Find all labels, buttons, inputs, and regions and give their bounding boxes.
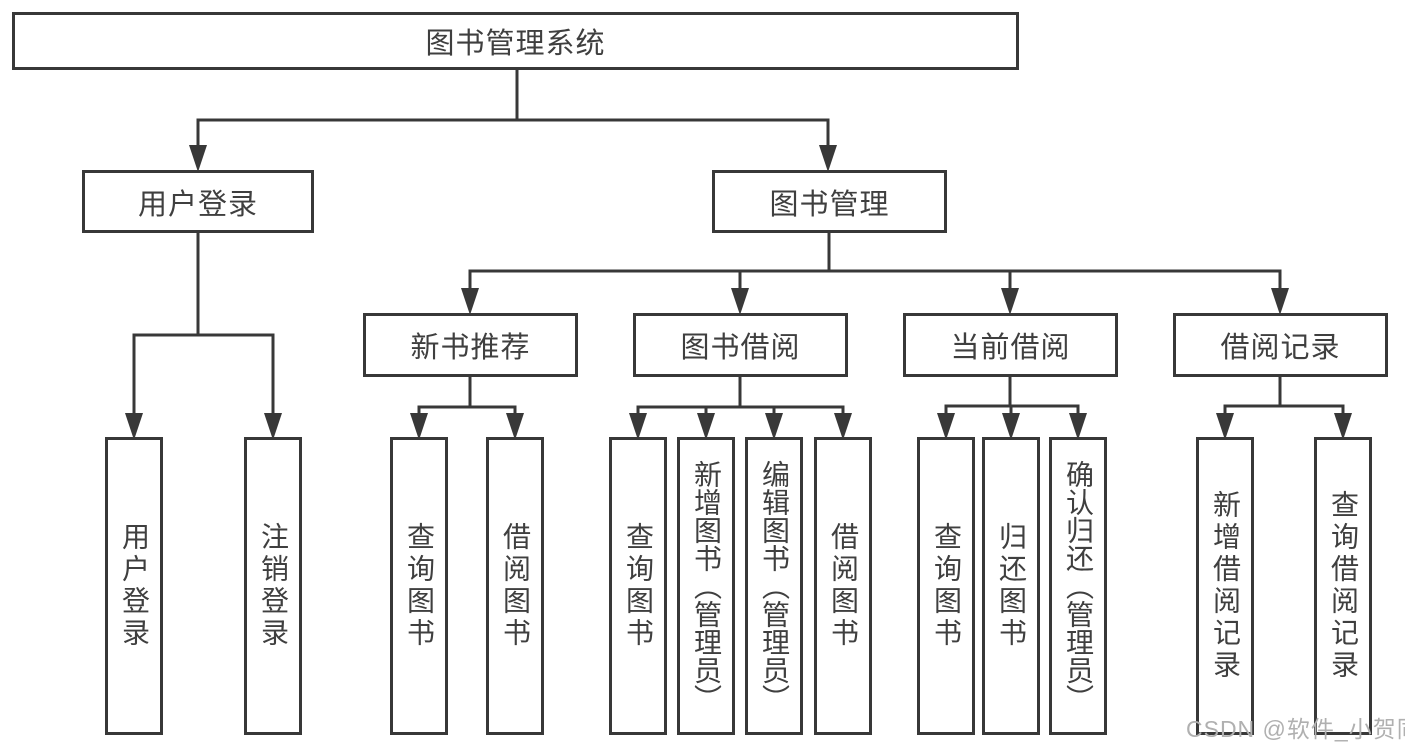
node-root-system: 图书管理系统 <box>12 12 1019 70</box>
leaf-borrow-borrow-books-label: 借阅图书 <box>828 522 859 650</box>
node-borrow-records-label: 借阅记录 <box>1220 332 1341 364</box>
csdn-watermark: CSDN @软件_小贺同学 <box>1186 716 1405 742</box>
leaf-borrow-edit-books-admin-label: 编辑图书（管理员） <box>759 460 790 712</box>
node-new-book-recommend-label: 新书推荐 <box>410 332 531 364</box>
leaf-borrow-add-books-admin-label: 新增图书（管理员） <box>691 460 722 712</box>
leaf-records-add-record: 新增借阅记录 <box>1196 437 1254 735</box>
leaf-borrow-borrow-books: 借阅图书 <box>814 437 872 735</box>
leaf-borrow-add-books-admin: 新增图书（管理员） <box>677 437 735 735</box>
leaf-logout: 注销登录 <box>244 437 302 735</box>
leaf-records-add-record-label: 新增借阅记录 <box>1210 490 1241 682</box>
leaf-borrow-edit-books-admin: 编辑图书（管理员） <box>745 437 803 735</box>
node-user-login-label: 用户登录 <box>137 188 258 221</box>
node-borrow-records: 借阅记录 <box>1173 313 1388 377</box>
leaf-records-query-record-label: 查询借阅记录 <box>1328 490 1359 682</box>
node-current-borrow: 当前借阅 <box>903 313 1118 377</box>
node-root-label: 图书管理系统 <box>425 28 606 60</box>
leaf-current-confirm-return-admin-label: 确认归还（管理员） <box>1063 460 1094 712</box>
leaf-records-query-record: 查询借阅记录 <box>1314 437 1372 735</box>
leaf-newbook-borrow-books: 借阅图书 <box>486 437 544 735</box>
node-user-login: 用户登录 <box>82 170 314 233</box>
leaf-newbook-borrow-books-label: 借阅图书 <box>500 522 531 650</box>
leaf-current-return-books-label: 归还图书 <box>996 522 1027 650</box>
leaf-current-confirm-return-admin: 确认归还（管理员） <box>1049 437 1107 735</box>
leaf-user-login-label: 用户登录 <box>119 522 150 650</box>
node-new-book-recommend: 新书推荐 <box>363 313 578 377</box>
leaf-current-return-books: 归还图书 <box>982 437 1040 735</box>
leaf-user-login: 用户登录 <box>105 437 163 735</box>
node-current-borrow-label: 当前借阅 <box>950 332 1071 364</box>
node-book-management: 图书管理 <box>712 170 947 233</box>
leaf-logout-label: 注销登录 <box>258 522 289 650</box>
leaf-current-query-books-label: 查询图书 <box>931 522 962 650</box>
leaf-newbook-query-books: 查询图书 <box>390 437 448 735</box>
node-book-borrow-label: 图书借阅 <box>680 332 801 364</box>
leaf-borrow-query-books-label: 查询图书 <box>623 522 654 650</box>
leaf-newbook-query-books-label: 查询图书 <box>404 522 435 650</box>
node-book-borrow: 图书借阅 <box>633 313 848 377</box>
leaf-current-query-books: 查询图书 <box>917 437 975 735</box>
node-book-management-label: 图书管理 <box>769 188 890 221</box>
leaf-borrow-query-books: 查询图书 <box>609 437 667 735</box>
